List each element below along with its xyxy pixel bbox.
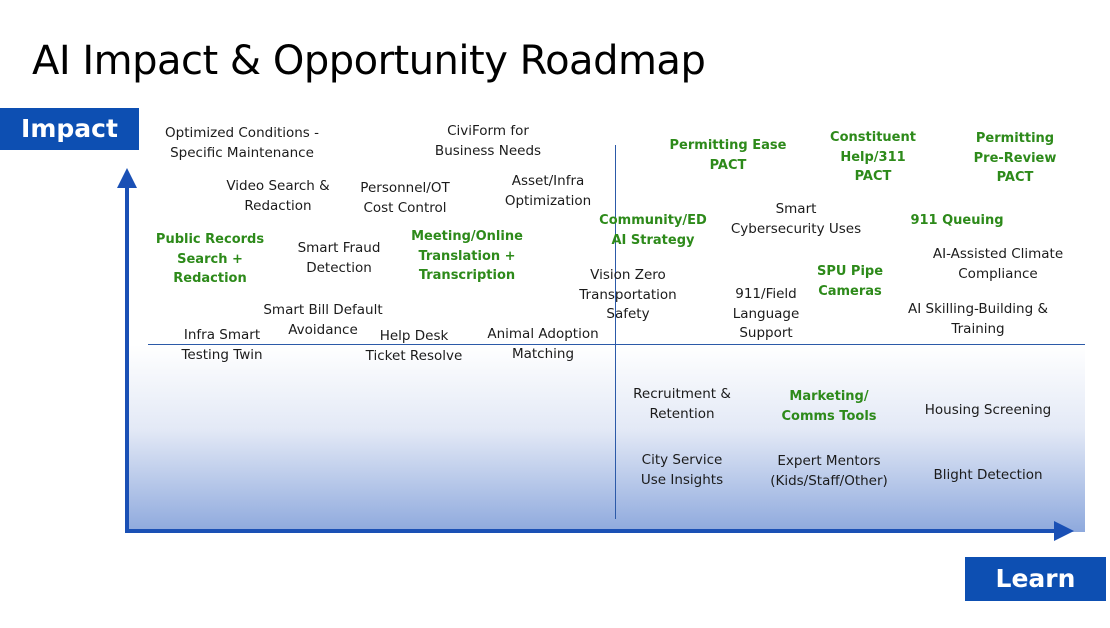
roadmap-item-personnel-ot: Personnel/OT Cost Control [360,180,450,216]
roadmap-item-constituent-help: Constituent Help/311 PACT [830,130,916,184]
roadmap-item-smart-bill: Smart Bill Default Avoidance [263,302,383,338]
roadmap-item-video-search: Video Search & Redaction [226,178,330,214]
roadmap-item-community-ed: Community/ED AI Strategy [599,213,707,248]
roadmap-item-infra-smart: Infra Smart Testing Twin [181,327,263,363]
roadmap-item-911-field: 911/Field Language Support [732,286,800,341]
roadmap-item-meeting-translation: Meeting/Online Translation + Transcripti… [411,229,523,283]
learn-axis-label: Learn [965,557,1106,601]
roadmap-item-vision-zero: Vision Zero Transportation Safety [579,267,677,322]
roadmap-item-expert-mentors: Expert Mentors (Kids/Staff/Other) [770,453,888,489]
roadmap-item-blight: Blight Detection [933,467,1043,483]
page-title: AI Impact & Opportunity Roadmap [32,38,706,84]
y-axis-arrowhead [117,168,137,188]
roadmap-item-housing: Housing Screening [924,402,1052,418]
roadmap-item-911-queuing: 911 Queuing [910,213,1004,228]
roadmap-item-city-service: City Service Use Insights [640,452,724,488]
roadmap-item-public-records: Public Records Search + Redaction [155,232,265,286]
roadmap-item-permitting-prereview: Permitting Pre-Review PACT [973,131,1057,185]
impact-axis-label: Impact [0,108,139,150]
roadmap-item-optimized-conditions: Optimized Conditions - Specific Maintena… [164,125,320,161]
roadmap-item-asset-infra: Asset/Infra Optimization [504,173,592,209]
y-axis-line [125,186,129,532]
roadmap-item-ai-climate: AI-Assisted Climate Compliance [932,246,1064,282]
roadmap-item-animal-adoption: Animal Adoption Matching [487,326,599,362]
lower-quadrant-shading [127,345,1085,532]
roadmap-item-help-desk: Help Desk Ticket Resolve [365,328,463,364]
x-axis-line [125,529,1057,533]
horizontal-divider [148,344,1085,345]
roadmap-item-recruitment: Recruitment & Retention [633,386,731,422]
x-axis-arrowhead [1054,521,1074,541]
roadmap-item-permitting-ease: Permitting Ease PACT [669,138,787,173]
roadmap-item-ai-skilling: AI Skilling-Building & Training [908,301,1048,337]
roadmap-item-spu-pipe: SPU Pipe Cameras [816,264,884,299]
roadmap-item-marketing: Marketing/ Comms Tools [781,389,877,424]
roadmap-item-smart-cybersecurity: Smart Cybersecurity Uses [730,201,862,237]
roadmap-item-smart-fraud: Smart Fraud Detection [297,240,381,276]
roadmap-item-civiform: CiviForm for Business Needs [434,123,542,159]
vertical-divider [615,145,616,519]
